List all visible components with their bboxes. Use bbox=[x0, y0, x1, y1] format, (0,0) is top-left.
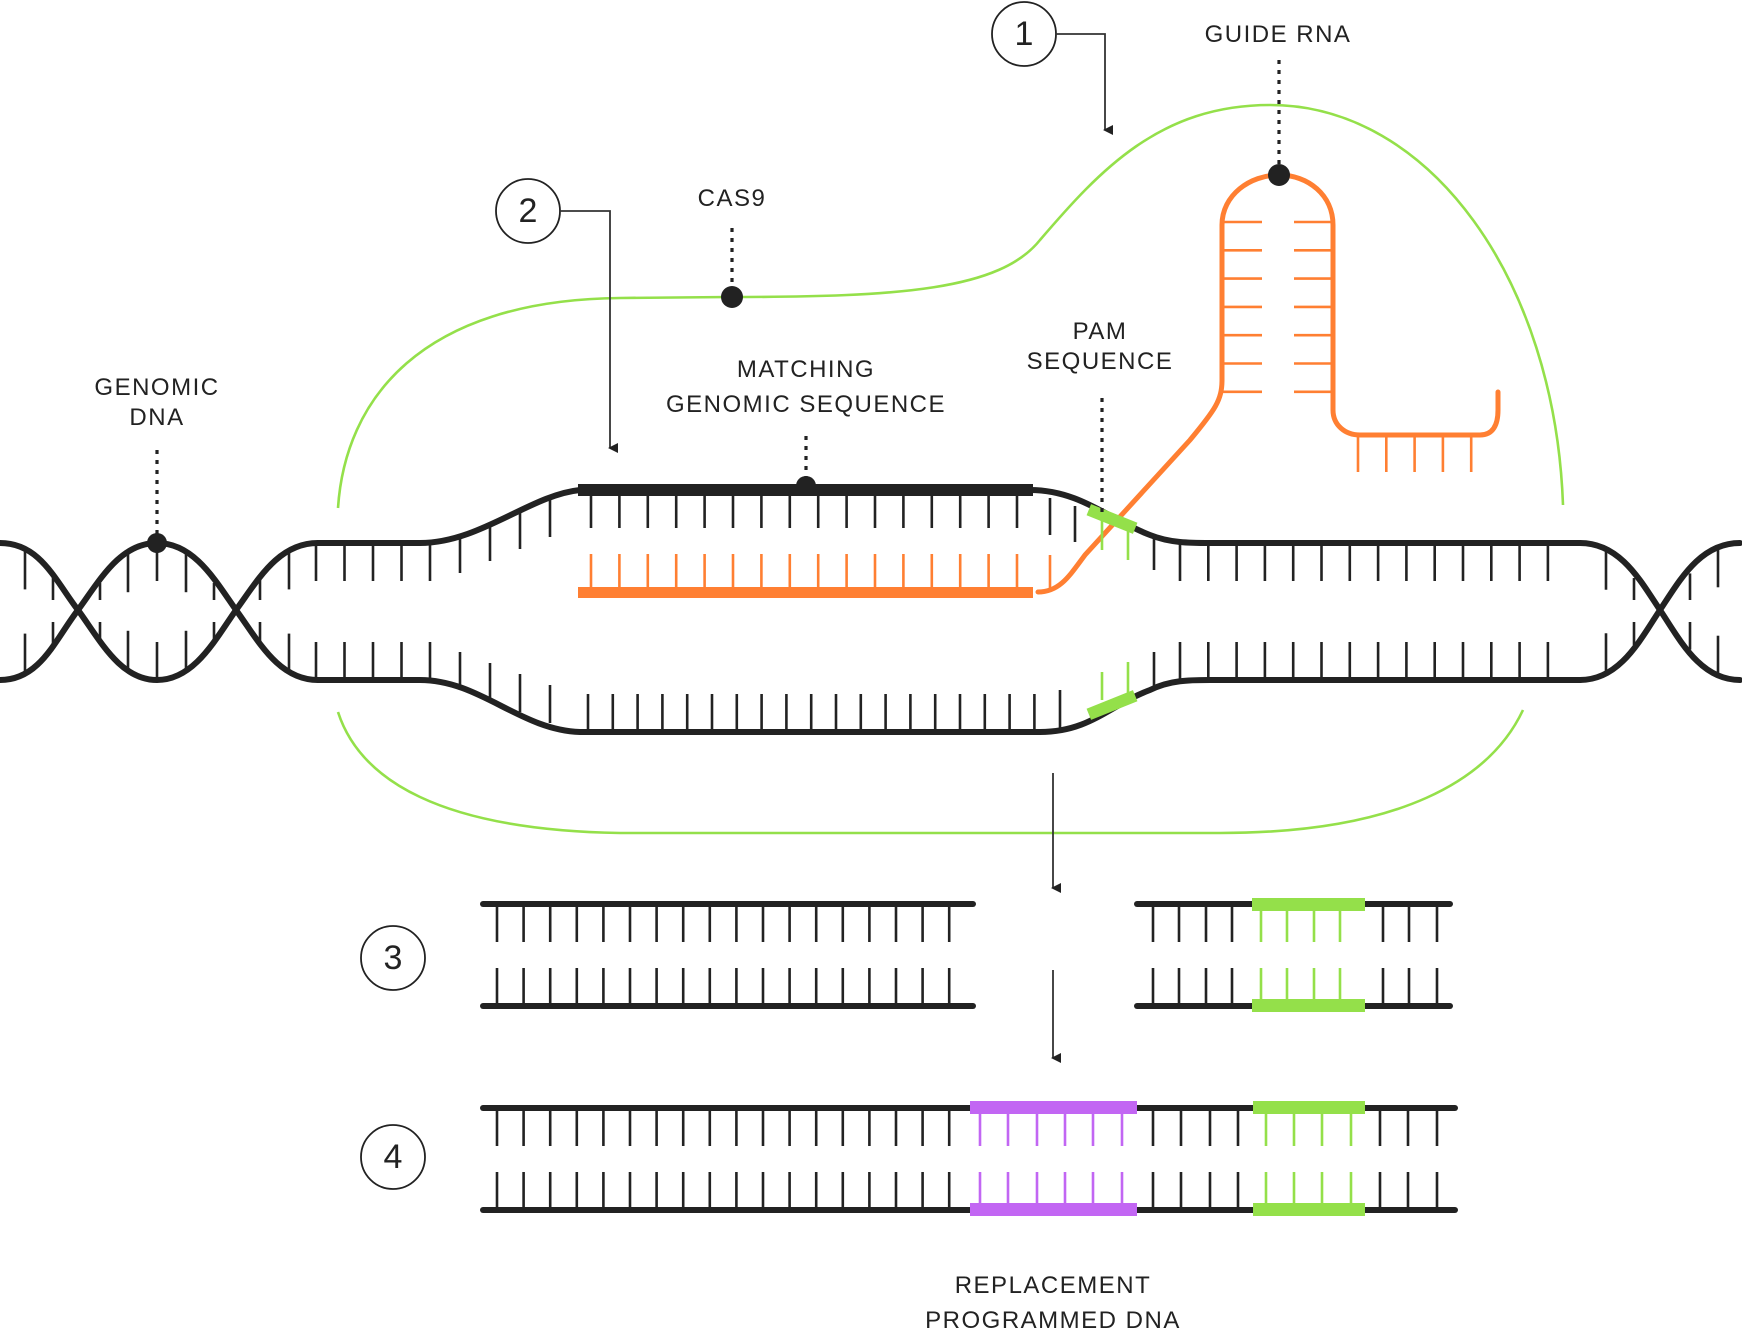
step-3-pam-bottom bbox=[1252, 999, 1365, 1012]
pam-top-bar bbox=[1086, 504, 1138, 534]
step-4-pam-top bbox=[1253, 1101, 1365, 1114]
step-4-pam-bottom bbox=[1253, 1203, 1365, 1216]
guide-rna bbox=[578, 172, 1501, 598]
step-2-marker: 2 bbox=[495, 178, 618, 453]
replacement-dna-label-line1: REPLACEMENT bbox=[955, 1272, 1152, 1299]
guide-rna-strand bbox=[1035, 172, 1501, 595]
dna-bottom-strand bbox=[314, 642, 1583, 735]
step-1-number: 1 bbox=[1015, 15, 1034, 53]
step-4-repaired-dna: 4 bbox=[360, 1101, 1458, 1216]
cas9-protein bbox=[336, 103, 1565, 835]
step-1-marker: 1 bbox=[991, 1, 1113, 135]
genomic-dna-helix bbox=[0, 539, 1742, 684]
step-3-number: 3 bbox=[384, 939, 403, 977]
pam-bottom-bar bbox=[1086, 690, 1138, 720]
cas9-dot bbox=[721, 286, 743, 308]
matching-sequence-label-line1: MATCHING bbox=[737, 356, 875, 383]
replacement-dna-label-line2: PROGRAMMED DNA bbox=[925, 1307, 1181, 1330]
step-2-number: 2 bbox=[519, 192, 538, 230]
genomic-dna-label-line1: GENOMIC bbox=[94, 374, 219, 401]
step-3-cut-dna: 3 bbox=[360, 898, 1453, 1012]
matching-sequence-dot bbox=[796, 476, 816, 496]
replacement-dna-bottom bbox=[970, 1203, 1137, 1216]
cas9-label: CAS9 bbox=[698, 185, 767, 212]
step-4-number: 4 bbox=[384, 1138, 403, 1176]
matching-sequence-label-line2: GENOMIC SEQUENCE bbox=[666, 391, 946, 418]
genomic-dna-label-line2: DNA bbox=[129, 404, 184, 431]
guide-rna-dot bbox=[1268, 164, 1290, 186]
replacement-dna-top bbox=[970, 1101, 1137, 1114]
cas9-outline-bottom bbox=[336, 709, 1525, 835]
pam-label-line1: PAM bbox=[1073, 318, 1128, 345]
pam-label-line2: SEQUENCE bbox=[1027, 348, 1174, 375]
guide-rna-matching-bar bbox=[578, 587, 1033, 598]
step-3-pam-top bbox=[1252, 898, 1365, 911]
genomic-dna-dot bbox=[147, 533, 167, 553]
dna-top-strand bbox=[314, 484, 1583, 581]
guide-rna-label: GUIDE RNA bbox=[1205, 21, 1352, 48]
pam-sequence bbox=[1086, 504, 1138, 720]
cas9-outline-top bbox=[336, 103, 1565, 509]
